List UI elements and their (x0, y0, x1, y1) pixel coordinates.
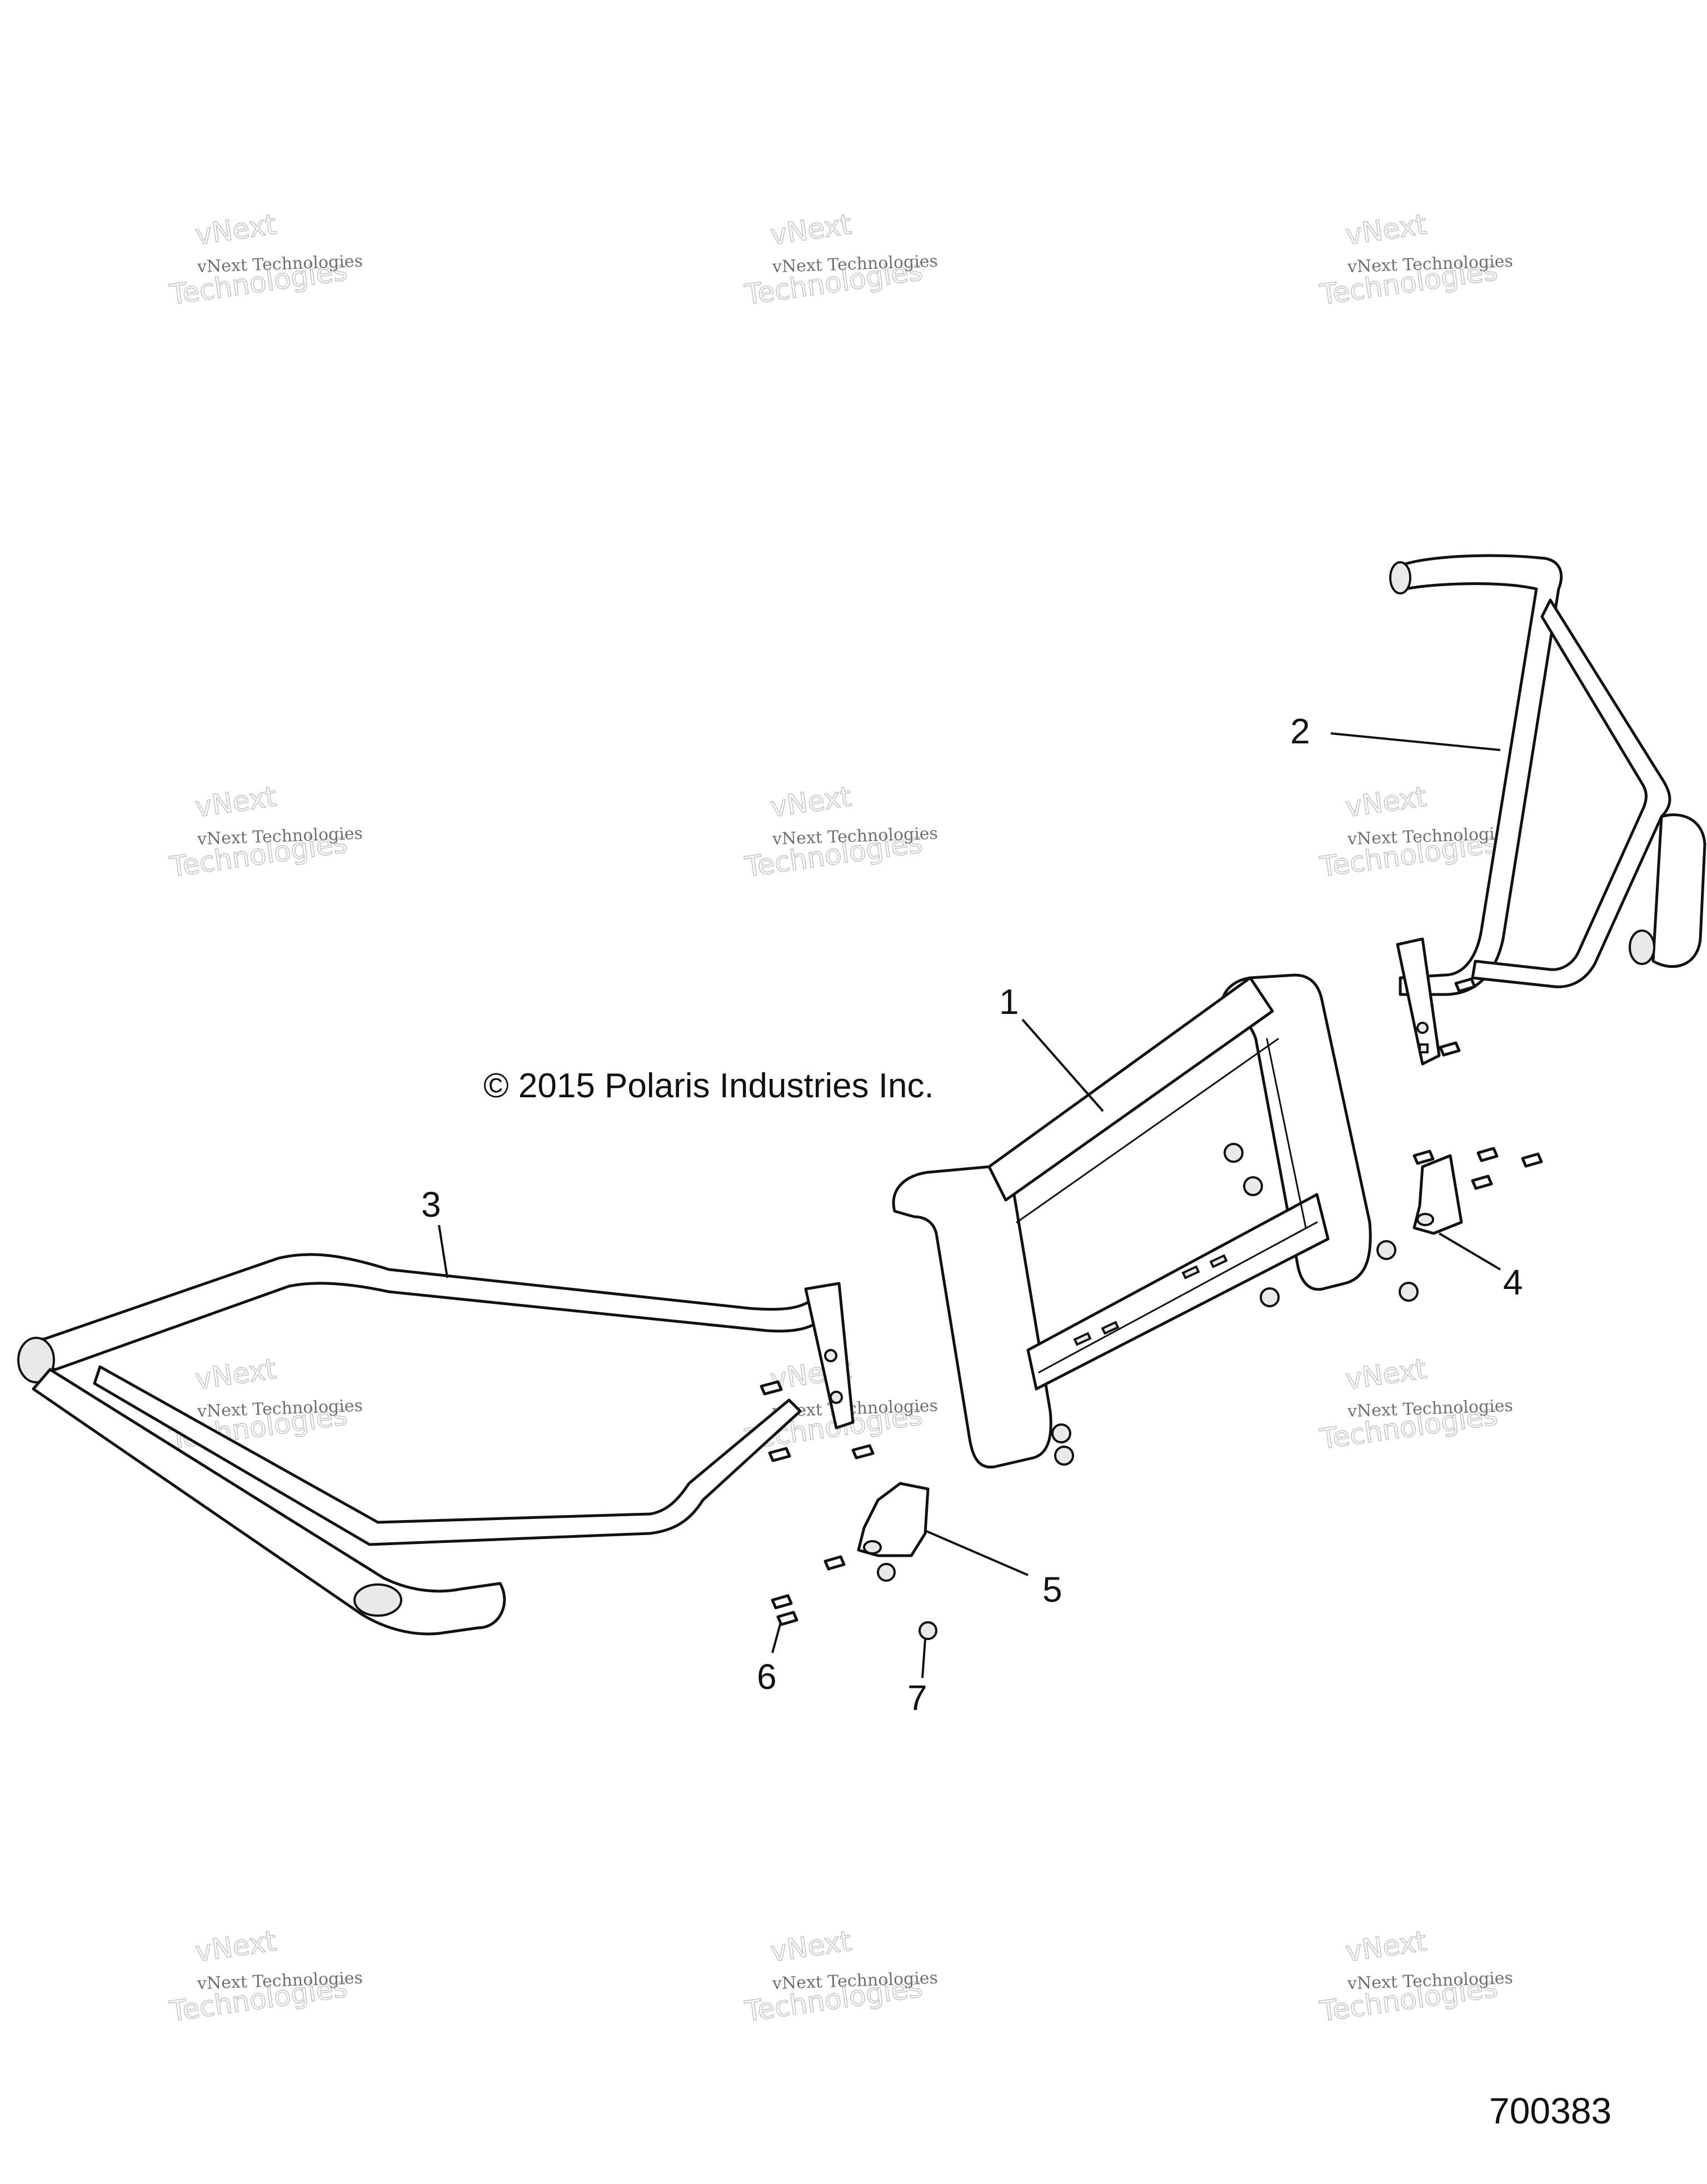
part-1-front-bumper (892, 973, 1419, 1469)
watermark-vnext: vNext (193, 1353, 278, 1396)
copyright-notice: © 2015 Polaris Industries Inc. (483, 1067, 934, 1105)
watermark-vnext: vNext (1344, 1925, 1429, 1968)
watermark-vnext: vNext (193, 1925, 278, 1968)
leader-3 (438, 1225, 448, 1278)
callout-3: 3 (421, 1185, 441, 1225)
watermark-vnext: vNext (768, 781, 854, 824)
watermark-vnext: vNext (1344, 1353, 1429, 1396)
watermark: vNext Technologies vNext Technologies (1317, 1352, 1514, 1456)
callout-2: 2 (1290, 711, 1310, 751)
leader-5 (925, 1530, 1029, 1576)
figure-number: 700383 (1489, 2090, 1611, 2131)
callout-7: 7 (907, 1678, 927, 1718)
callout-5: 5 (1042, 1570, 1062, 1610)
watermark: vNext Technologies vNext Technologies (742, 780, 939, 884)
part-5-left-bracket (857, 1482, 930, 1557)
watermark-vnext: vNext (193, 781, 278, 824)
leader-6 (771, 1622, 782, 1653)
part-4-right-bracket (1412, 1147, 1543, 1235)
watermark-vnext: vNext (768, 1925, 854, 1968)
watermark: vNext Technologies vNext Technologies (1317, 780, 1514, 884)
watermark: vNext Technologies vNext Technologies (1317, 1925, 1514, 2028)
leader-2 (1330, 732, 1501, 751)
part-2-right-tube-guard (1389, 554, 1706, 1066)
watermark: vNext Technologies vNext Technologies (742, 208, 939, 312)
watermark-vnext: vNext (768, 208, 854, 252)
watermark-vnext: vNext (1344, 781, 1429, 824)
callout-1: 1 (999, 982, 1019, 1022)
leader-4 (1438, 1232, 1501, 1271)
part-3-left-tube-guard (17, 1253, 875, 1636)
callout-4: 4 (1503, 1262, 1523, 1302)
part-6-bolts (771, 1555, 846, 1626)
callout-6: 6 (757, 1657, 777, 1697)
leader-7 (921, 1638, 926, 1678)
leader-1 (1021, 1018, 1104, 1112)
part-7-nuts (877, 1563, 937, 1640)
watermark: vNext Technologies vNext Technologies (167, 780, 363, 884)
leader-lines (438, 732, 1501, 1678)
callout-labels: 1 2 3 4 5 6 7 (421, 711, 1523, 1718)
watermark: vNext Technologies vNext Technologies (167, 208, 363, 312)
watermark: vNext Technologies vNext Technologies (742, 1925, 939, 2028)
watermark-vnext: vNext (1344, 208, 1429, 252)
watermark: vNext Technologies vNext Technologies (1317, 208, 1514, 312)
watermark-vnext: vNext (193, 208, 278, 252)
watermark: vNext Technologies vNext Technologies (167, 1925, 363, 2028)
